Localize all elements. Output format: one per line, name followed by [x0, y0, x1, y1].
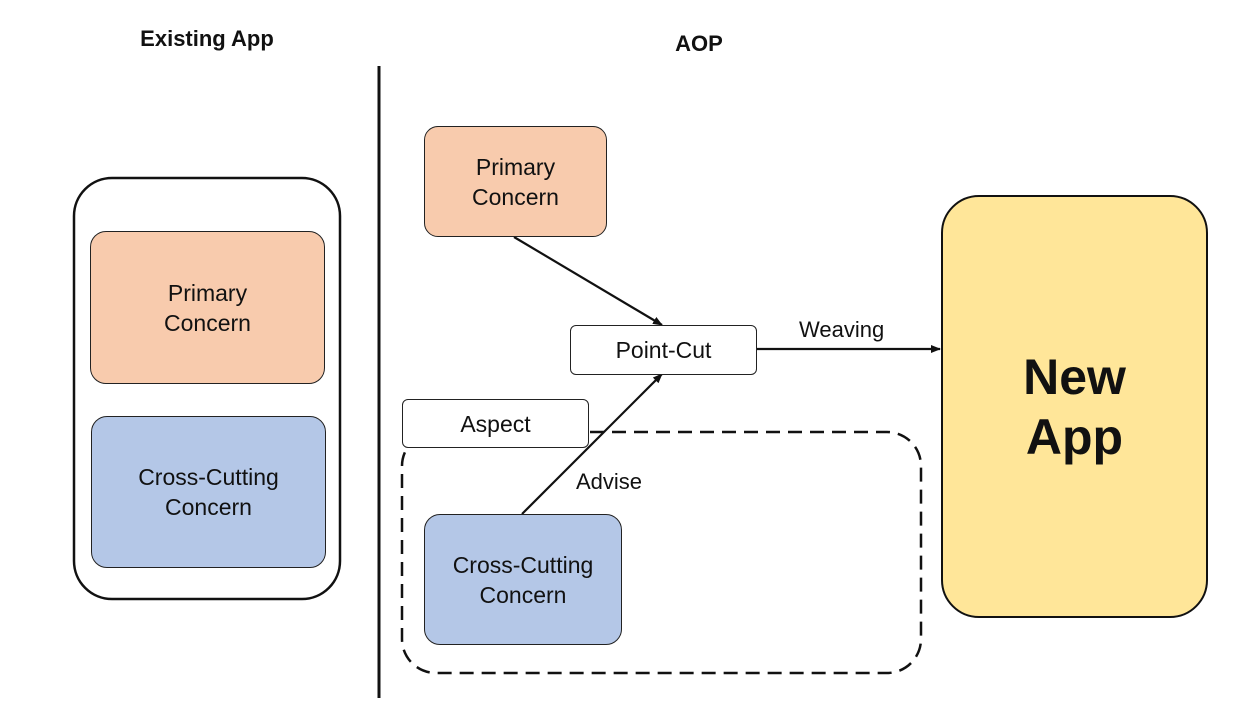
existing-cross-cutting-concern-box: Cross-Cutting Concern [91, 416, 326, 568]
existing-app-title: Existing App [140, 26, 274, 51]
new-app-line2: App [1025, 408, 1124, 465]
aop-cross-cutting-concern-box: Cross-Cutting Concern [424, 514, 622, 645]
aspect-dashed-container [400, 430, 923, 675]
existing-cross-line2: Concern [165, 494, 252, 520]
existing-primary-line1: Primary [167, 279, 248, 306]
existing-primary-concern-box: Primary Concern [90, 231, 325, 384]
weaving-label: Weaving [799, 317, 885, 342]
aop-primary-line1: Primary [475, 153, 556, 180]
aop-primary-concern-box: Primary Concern [424, 126, 607, 237]
aop-primary-line2: Concern [472, 183, 559, 210]
aop-cross-line1: Cross-Cutting [452, 551, 594, 578]
aspect-label-box: Aspect [402, 399, 589, 448]
new-app-line1: New [1023, 348, 1126, 405]
existing-app-container [72, 176, 342, 601]
existing-cross-line1: Cross-Cutting [138, 464, 279, 490]
primary-to-pointcut-arrow [513, 236, 663, 326]
advise-label: Advise [576, 469, 643, 494]
new-app-box: New App [941, 195, 1208, 618]
existing-primary-line2: Concern [164, 309, 251, 336]
aop-cross-line2: Concern [479, 581, 567, 608]
point-cut-box: Point-Cut [570, 325, 757, 375]
advise-arrow [521, 373, 663, 515]
aop-title: AOP [675, 31, 723, 56]
